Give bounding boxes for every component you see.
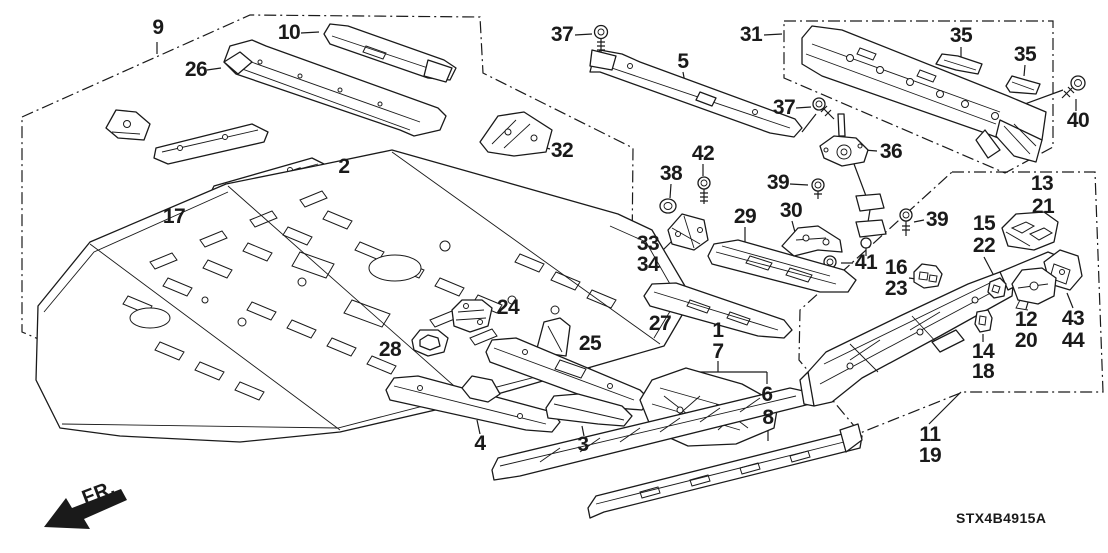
part-callout-12-29[interactable]: 12 [1014, 308, 1038, 331]
part-callout-16-23[interactable]: 16 [884, 256, 908, 279]
part-callout-26-1[interactable]: 26 [184, 58, 208, 81]
part-callout-24-40[interactable]: 24 [496, 296, 520, 319]
part-callout-39-16[interactable]: 39 [766, 171, 790, 194]
part-rear-crossmember-31 [801, 25, 1047, 163]
part-callout-20-30[interactable]: 20 [1014, 329, 1038, 352]
part-callout-5-7[interactable]: 5 [677, 50, 689, 73]
part-sill-outer-8 [587, 423, 863, 519]
part-callout-33-20[interactable]: 33 [636, 232, 660, 255]
part-rail-4 [385, 375, 561, 433]
part-callout-3-44[interactable]: 3 [577, 433, 589, 456]
part-callout-28-41[interactable]: 28 [378, 338, 402, 361]
part-callout-27-35[interactable]: 27 [648, 312, 672, 335]
part-callout-14-33[interactable]: 14 [971, 340, 995, 363]
part-callout-7-37[interactable]: 7 [712, 340, 724, 363]
bolt-39-right [899, 208, 913, 236]
part-callout-25-42[interactable]: 25 [578, 332, 602, 355]
part-callout-1-36[interactable]: 1 [712, 319, 724, 342]
clip-14-18 [974, 309, 993, 333]
part-bracket-16-23 [913, 263, 943, 289]
part-bracket-24 [451, 299, 493, 333]
part-bracket-12-20 [1011, 267, 1057, 311]
part-tray-13-21 [1001, 211, 1059, 251]
clip-15-22 [987, 277, 1007, 299]
part-rail-3 [545, 393, 633, 427]
group-border-side-frame [798, 171, 1104, 434]
part-callout-13-25[interactable]: 13 [1030, 172, 1054, 195]
part-callout-6-38[interactable]: 6 [761, 383, 773, 406]
part-callout-41-22[interactable]: 41 [854, 251, 878, 274]
part-callout-10-2[interactable]: 10 [277, 21, 301, 44]
part-rail-35-right [1005, 75, 1041, 95]
bolt-37-top [593, 24, 609, 52]
part-callout-21-26[interactable]: 21 [1031, 195, 1055, 218]
part-callout-11-45[interactable]: 11 [919, 423, 941, 446]
part-callout-19-46[interactable]: 19 [918, 444, 942, 467]
part-callout-17-4[interactable]: 17 [162, 205, 186, 228]
part-callout-36-13[interactable]: 36 [879, 140, 903, 163]
part-callout-31-8[interactable]: 31 [739, 23, 763, 46]
part-crossbar-5 [589, 49, 803, 138]
part-crossmember-26 [223, 39, 447, 137]
part-callout-9-0[interactable]: 9 [152, 16, 164, 39]
part-callout-2-3[interactable]: 2 [338, 155, 350, 178]
part-callout-39-17[interactable]: 39 [925, 208, 949, 231]
part-callout-22-28[interactable]: 22 [972, 234, 996, 257]
part-bracket-top-left [105, 109, 151, 141]
part-jack-assembly-36 [812, 97, 887, 256]
part-callout-42-15[interactable]: 42 [691, 142, 715, 165]
part-callout-35-10[interactable]: 35 [949, 24, 973, 47]
part-callout-30-19[interactable]: 30 [779, 199, 803, 222]
part-callout-34-21[interactable]: 34 [636, 253, 660, 276]
part-bracket-32 [479, 111, 553, 157]
part-crossmember-29 [707, 239, 857, 293]
part-callout-15-27[interactable]: 15 [972, 212, 996, 235]
grommet-38 [659, 198, 677, 214]
diagram-code: STX4B4915A [956, 510, 1047, 526]
part-rail-27 [643, 282, 793, 339]
part-callout-44-32[interactable]: 44 [1061, 329, 1085, 352]
part-bracket-28 [411, 329, 449, 357]
part-bracket-30 [781, 225, 843, 257]
bolt-42 [697, 176, 711, 204]
bolt-39-left [811, 178, 825, 199]
part-callout-18-34[interactable]: 18 [971, 360, 995, 383]
part-callout-38-14[interactable]: 38 [659, 162, 683, 185]
part-callout-35-11[interactable]: 35 [1013, 43, 1037, 66]
part-callout-23-24[interactable]: 23 [884, 277, 908, 300]
part-callout-4-43[interactable]: 4 [474, 432, 486, 455]
part-callout-8-39[interactable]: 8 [762, 406, 774, 429]
part-crossmember-10 [323, 23, 457, 83]
part-callout-43-31[interactable]: 43 [1061, 307, 1085, 330]
part-callout-37-5[interactable]: 37 [550, 23, 574, 46]
part-callout-29-18[interactable]: 29 [733, 205, 757, 228]
bolt-40 [1061, 75, 1086, 99]
part-side-frame-11-19 [799, 251, 1059, 407]
part-callout-32-6[interactable]: 32 [550, 139, 574, 162]
part-middle-floor-rail-left [153, 123, 269, 165]
part-callout-37-9[interactable]: 37 [772, 96, 796, 119]
part-rail-35-left [935, 53, 983, 75]
part-bracket-33-34 [667, 213, 709, 251]
fr-direction-arrow [44, 489, 127, 529]
part-callout-40-12[interactable]: 40 [1066, 109, 1090, 132]
